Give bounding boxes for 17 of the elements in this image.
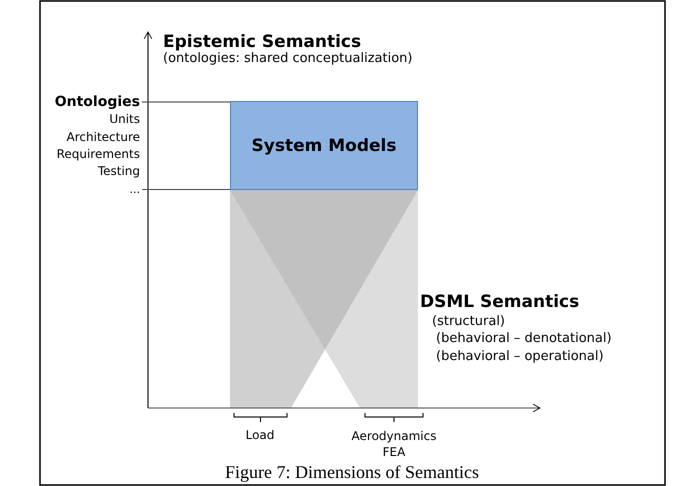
leader-line: [142, 189, 230, 190]
ontology-item: Testing: [98, 164, 140, 178]
dsml-item: (structural): [432, 314, 506, 329]
dsml-item: (behavioral – denotational): [436, 331, 612, 346]
system-models-box: System Models: [230, 101, 418, 190]
ontology-item: Architecture: [66, 130, 140, 144]
ontology-item: Units: [109, 112, 140, 126]
bracket-label: Load: [246, 428, 274, 442]
figure-caption: Figure 7: Dimensions of Semantics: [225, 462, 479, 483]
bracket-label: Aerodynamics FEA: [350, 428, 438, 460]
axis-subtitle: (ontologies: shared conceptualization): [163, 51, 412, 66]
axis-title: DSML Semantics: [420, 292, 580, 312]
ontology-item: Requirements: [56, 147, 140, 161]
axis-title: Epistemic Semantics: [163, 32, 362, 52]
dsml-item: (behavioral – operational): [436, 349, 604, 364]
axis-tick-label: Ontologies: [54, 94, 140, 110]
axis-tick-label: ...: [130, 183, 140, 196]
